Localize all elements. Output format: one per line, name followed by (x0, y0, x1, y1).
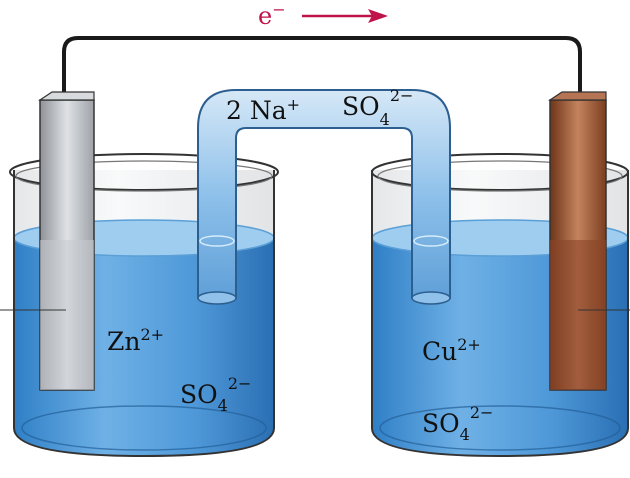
electron-flow-arrow (302, 9, 388, 23)
salt-bridge (197, 89, 451, 305)
copper-electrode (548, 91, 607, 391)
right-anion-label: SO42− (422, 403, 493, 444)
salt-bridge-anion-label: SO42− (342, 86, 413, 129)
left-cation-label: Zn2+ (107, 325, 164, 356)
right-cation-label: Cu2+ (422, 335, 481, 366)
salt-bridge-cation-label: 2 Na+ (226, 95, 300, 126)
left-anion-label: SO42− (180, 374, 251, 415)
zinc-electrode (38, 91, 95, 391)
external-wire (62, 36, 582, 102)
electron-flow-label: e− (258, 0, 286, 30)
